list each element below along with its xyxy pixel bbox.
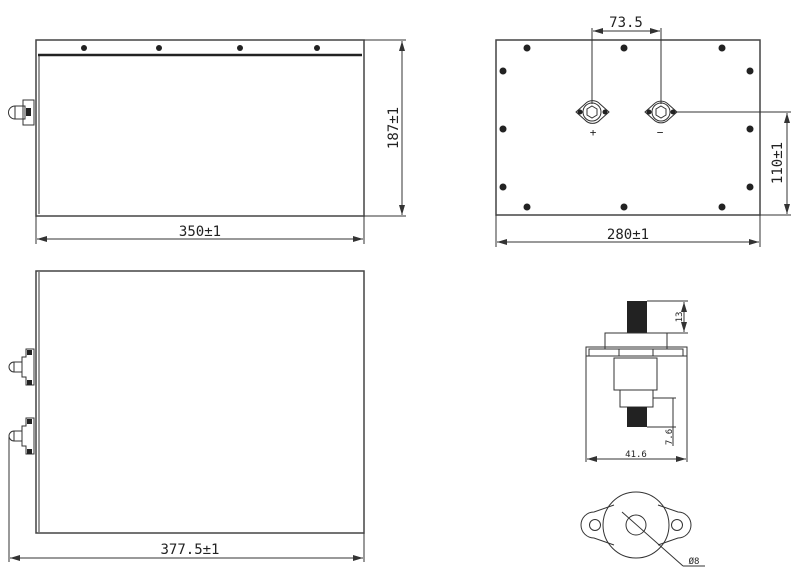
negative-label: −	[657, 126, 664, 139]
bolt-pattern	[499, 44, 754, 211]
width-dimension: 280±1	[607, 227, 649, 243]
terminal-spacing-dimension: 73.5	[609, 15, 643, 31]
terminal-side-icon	[8, 348, 35, 386]
width-dimension: 377.5±1	[160, 542, 219, 558]
top-view: + − 73.5 110±1 280±1	[495, 15, 791, 247]
lower-stud-dimension: 7.6	[665, 429, 675, 445]
bolt-row	[81, 45, 320, 51]
flange-width-dimension: 41.6	[625, 450, 647, 460]
side-view: 377.5±1	[8, 270, 365, 562]
terminal-side-icon	[8, 99, 35, 126]
terminal-detail: 13 7.6 41.6	[585, 300, 688, 462]
height-dimension: 187±1	[386, 107, 402, 149]
terminal-height-dimension: 110±1	[770, 142, 786, 184]
terminal-flange-plan: Ø8	[580, 491, 705, 567]
front-view: 187±1 350±1	[8, 39, 406, 244]
hole-diameter-dimension: Ø8	[689, 556, 700, 567]
width-dimension: 350±1	[179, 224, 221, 240]
stud-length-dimension: 13	[675, 312, 685, 323]
positive-label: +	[590, 126, 597, 139]
terminal-side-icon	[8, 417, 35, 455]
